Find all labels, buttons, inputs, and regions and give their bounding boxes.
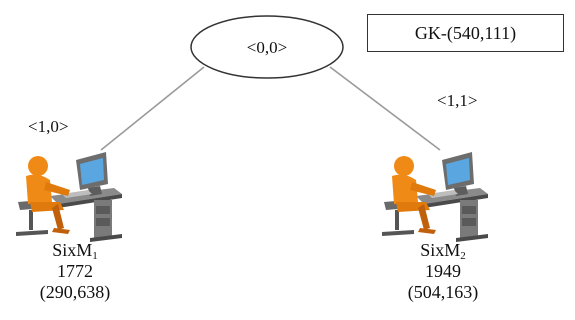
computer-user-icon-right — [382, 152, 488, 242]
edge-right — [329, 66, 441, 151]
right-node-index: <1,1> — [437, 91, 478, 110]
right-node-value: 1949 — [425, 261, 461, 281]
root-node — [190, 15, 344, 79]
left-node-name-subscript: 1 — [92, 250, 98, 262]
left-node-name: SixM1 — [20, 240, 130, 262]
right-node-name-base: SixM — [420, 240, 461, 260]
left-node-name-base: SixM — [52, 240, 93, 260]
group-key-box: GK-(540,111) — [367, 14, 564, 52]
left-node-caption: SixM1 1772 (290,638) — [20, 240, 130, 303]
computer-user-icon-left — [16, 152, 122, 242]
left-node-index: <1,0> — [28, 117, 69, 136]
right-node-name-subscript: 2 — [460, 250, 466, 262]
left-node-pair: (290,638) — [39, 282, 111, 302]
edge-left — [100, 66, 205, 151]
left-node-value: 1772 — [57, 261, 93, 281]
right-node-pair: (504,163) — [407, 282, 479, 302]
group-key-label: GK-(540,111) — [414, 22, 517, 43]
root-label: <0,0> — [247, 38, 287, 57]
right-node-caption: SixM2 1949 (504,163) — [388, 240, 498, 303]
right-node-name: SixM2 — [388, 240, 498, 262]
